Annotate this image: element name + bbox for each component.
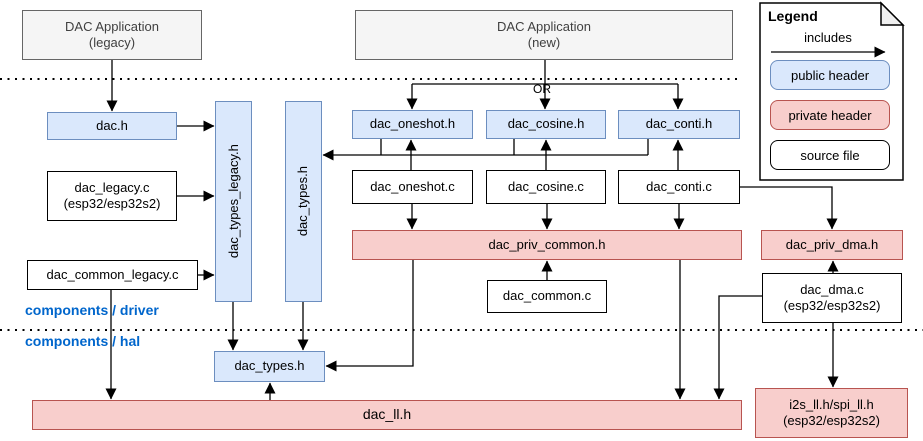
box-dac-application-new: DAC Application (new) xyxy=(355,10,733,60)
dac-dma-c-line2: (esp32/esp32s2) xyxy=(783,298,881,313)
app-new-line1: DAC Application xyxy=(497,18,591,34)
legend-folded-corner xyxy=(880,1,905,26)
dac-legacy-c-line1: dac_legacy.c xyxy=(74,179,150,195)
legend-public-header: public header xyxy=(770,60,890,90)
box-dac-conti-c: dac_conti.c xyxy=(618,170,740,204)
header-taps-line xyxy=(380,139,649,155)
dac-cosine-c-label: dac_cosine.c xyxy=(508,178,584,194)
dac-types-legacy-h-label: dac_types_legacy.h xyxy=(225,144,241,259)
arrow-dmac-dacll xyxy=(713,295,762,400)
layer-label-components-hal: components / hal xyxy=(25,333,141,349)
dac-common-legacy-c-label: dac_common_legacy.c xyxy=(46,266,179,282)
arrow-contic-privdma xyxy=(740,186,838,230)
app-legacy-line2: (legacy) xyxy=(88,35,136,50)
legend-source-file: source file xyxy=(770,140,890,170)
arrow-privcommon-typeshal xyxy=(325,260,414,372)
i2s-spi-ll-line2: (esp32/esp32s2) xyxy=(783,413,880,428)
dac-dma-c-line1: dac_dma.c xyxy=(800,281,864,297)
or-label: OR xyxy=(531,82,553,96)
dac-priv-dma-h-label: dac_priv_dma.h xyxy=(785,236,879,252)
i2s-spi-ll-line1: i2s_ll.h/spi_ll.h xyxy=(789,396,874,412)
box-dac-cosine-h: dac_cosine.h xyxy=(486,110,606,139)
box-dac-cosine-c: dac_cosine.c xyxy=(486,170,606,204)
box-dac-conti-h: dac_conti.h xyxy=(618,110,740,139)
box-dac-priv-common-h: dac_priv_common.h xyxy=(352,230,742,260)
box-dac-oneshot-c: dac_oneshot.c xyxy=(352,170,473,204)
dac-oneshot-h-label: dac_oneshot.h xyxy=(369,116,456,132)
box-i2s-spi-ll-h: i2s_ll.h/spi_ll.h (esp32/esp32s2) xyxy=(755,388,908,438)
layer-label-components-driver: components / driver xyxy=(25,302,159,318)
dac-conti-c-label: dac_conti.c xyxy=(646,178,712,194)
box-dac-dma-c: dac_dma.c (esp32/esp32s2) xyxy=(762,273,902,323)
dac-oneshot-c-label: dac_oneshot.c xyxy=(370,178,455,194)
box-dac-priv-dma-h: dac_priv_dma.h xyxy=(761,230,903,260)
box-dac-oneshot-h: dac_oneshot.h xyxy=(352,110,473,139)
legend-title: Legend xyxy=(768,8,818,24)
box-dac-legacy-c: dac_legacy.c (esp32/esp32s2) xyxy=(47,171,177,221)
dac-h-label: dac.h xyxy=(96,117,128,133)
app-new-line2: (new) xyxy=(527,35,561,50)
box-dac-types-h-hal: dac_types.h xyxy=(214,351,325,382)
dac-legacy-c-line2: (esp32/esp32s2) xyxy=(63,196,161,211)
dac-types-h-hal-label: dac_types.h xyxy=(234,358,305,374)
dac-priv-common-h-label: dac_priv_common.h xyxy=(488,236,606,252)
or-branch-line xyxy=(412,60,678,85)
dac-ll-h-label: dac_ll.h xyxy=(362,406,412,423)
dac-conti-h-label: dac_conti.h xyxy=(645,116,713,132)
box-dac-application-legacy: DAC Application (legacy) xyxy=(22,10,202,60)
box-dac-h: dac.h xyxy=(47,112,177,140)
box-dac-types-legacy-h: dac_types_legacy.h xyxy=(215,101,252,302)
dac-common-c-label: dac_common.c xyxy=(502,288,592,304)
box-dac-common-c: dac_common.c xyxy=(487,280,607,313)
legend-includes-label: includes xyxy=(804,30,852,45)
legend-private-header: private header xyxy=(770,100,890,130)
box-dac-types-h-driver: dac_types.h xyxy=(285,101,322,302)
dac-cosine-h-label: dac_cosine.h xyxy=(507,116,585,132)
dac-types-h-driver-label: dac_types.h xyxy=(295,166,311,237)
box-dac-ll-h: dac_ll.h xyxy=(32,400,742,430)
box-dac-common-legacy-c: dac_common_legacy.c xyxy=(27,260,198,290)
app-legacy-line1: DAC Application xyxy=(65,18,159,34)
